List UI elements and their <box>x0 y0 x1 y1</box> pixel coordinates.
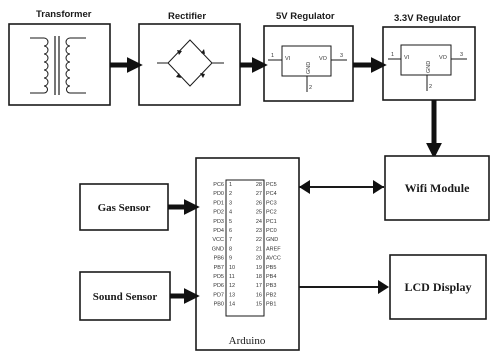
arduino-pin-number: 28 <box>256 182 262 188</box>
arduino-pin-name: PB5 <box>266 265 276 271</box>
reg5v-pin1: 1 <box>271 53 274 59</box>
arduino-pin-name: VCC <box>212 237 224 243</box>
arduino-pin-number: 11 <box>229 274 235 280</box>
arduino-pin-name: PB7 <box>214 265 224 271</box>
arduino-wifi-arrow-left <box>299 180 310 194</box>
transformer-label: Transformer <box>36 9 92 20</box>
arduino-pin-number: 13 <box>229 292 235 298</box>
arduino-pin-number: 1 <box>229 182 232 188</box>
reg33v-vo-pin: VO <box>439 55 448 61</box>
reg33v-vi-pin: VI <box>404 55 410 61</box>
arduino-pin-name: PB1 <box>266 302 276 308</box>
reg5v-pin2: 2 <box>309 85 312 91</box>
regulator-5v-block: VI VO GND 1 3 2 <box>263 25 354 102</box>
atmega-chip-outline <box>225 179 265 317</box>
arduino-pin-name: PB0 <box>214 302 224 308</box>
arduino-pin-number: 19 <box>256 265 262 271</box>
sound-sensor-block: Sound Sensor <box>79 271 171 321</box>
arduino-pin-name: PD7 <box>213 292 224 298</box>
arduino-pin-number: 21 <box>256 246 262 252</box>
arduino-pin-name: PD1 <box>213 200 224 206</box>
reg33v-pin2: 2 <box>429 84 432 90</box>
reg5v-pin3: 3 <box>340 53 343 59</box>
arduino-pin-number: 5 <box>229 219 232 225</box>
arduino-pin-name: PB4 <box>266 274 276 280</box>
arduino-pin-number: 26 <box>256 200 262 206</box>
arduino-pin-number: 9 <box>229 256 232 262</box>
sound-sensor-label: Sound Sensor <box>93 291 158 303</box>
gas-sensor-label: Gas Sensor <box>98 202 151 214</box>
gas-sensor-block: Gas Sensor <box>79 183 169 231</box>
arduino-pin-name: PD0 <box>213 191 224 197</box>
reg5v-vi-pin: VI <box>285 56 291 62</box>
arduino-pin-number: 2 <box>229 191 232 197</box>
arduino-wifi-arrow-right <box>373 180 384 194</box>
arduino-pin-name: PD5 <box>213 274 224 280</box>
arduino-pin-name: AVCC <box>266 256 281 262</box>
arduino-pin-number: 8 <box>229 246 232 252</box>
reg5v-gnd-pin: GND <box>306 62 312 74</box>
bridge-rectifier-symbol <box>157 39 224 87</box>
arduino-pin-name: GND <box>266 237 278 243</box>
regulator-3v3-label: 3.3V Regulator <box>394 13 461 24</box>
transformer-block <box>8 23 111 106</box>
arduino-lcd-arrow <box>378 280 389 294</box>
lcd-display-block: LCD Display <box>389 254 487 320</box>
arduino-pin-number: 7 <box>229 237 232 243</box>
reg5v-vo-pin: VO <box>319 56 328 62</box>
arduino-pin-name: PB2 <box>266 292 276 298</box>
arduino-pin-number: 23 <box>256 228 262 234</box>
arduino-pin-number: 14 <box>229 302 235 308</box>
arduino-pin-number: 20 <box>256 256 262 262</box>
arduino-pin-number: 24 <box>256 219 262 225</box>
transformer-symbol <box>30 36 86 95</box>
arduino-pin-name: PD3 <box>213 219 224 225</box>
arduino-pin-name: PD4 <box>213 228 224 234</box>
reg33v-pin3: 3 <box>460 52 463 58</box>
arduino-pin-name: PB3 <box>266 283 276 289</box>
wifi-module-label: Wifi Module <box>405 181 470 195</box>
arduino-pin-number: 18 <box>256 274 262 280</box>
regulator-3v3-block: VI VO GND 1 3 2 <box>382 26 476 101</box>
arduino-pin-name: PC2 <box>266 210 277 216</box>
arduino-pin-number: 4 <box>229 210 232 216</box>
arduino-pin-number: 10 <box>229 265 235 271</box>
arduino-pin-number: 3 <box>229 200 232 206</box>
arduino-pin-name: PC4 <box>266 191 277 197</box>
arduino-pin-number: 12 <box>229 283 235 289</box>
arduino-pin-name: PC1 <box>266 219 277 225</box>
rectifier-block <box>138 23 241 106</box>
rectifier-label: Rectifier <box>168 11 206 22</box>
arduino-pin-name: AREF <box>266 246 281 252</box>
arduino-pin-number: 17 <box>256 283 262 289</box>
reg33v-pin1: 1 <box>391 52 394 58</box>
lcd-display-label: LCD Display <box>404 280 471 294</box>
arduino-pin-name: PC6 <box>213 182 224 188</box>
wifi-module-block: Wifi Module <box>384 155 490 221</box>
arduino-pin-number: 6 <box>229 228 232 234</box>
arduino-pin-number: 22 <box>256 237 262 243</box>
arduino-pin-number: 15 <box>256 302 262 308</box>
regulator-5v-label: 5V Regulator <box>276 11 335 22</box>
arduino-pin-number: 25 <box>256 210 262 216</box>
reg33v-gnd-pin: GND <box>426 61 432 73</box>
arduino-right-pins: 28 PC5 27 PC4 26 PC3 25 PC2 24 PC1 23 PC0 22 GND 21 ARE… <box>256 182 281 308</box>
arduino-pin-name: PC3 <box>266 200 277 206</box>
arduino-label: Arduino <box>229 335 266 347</box>
arduino-pin-name: GND <box>212 246 224 252</box>
arduino-pin-name: PD2 <box>213 210 224 216</box>
arduino-pin-number: 16 <box>256 292 262 298</box>
arduino-pin-name: PC5 <box>266 182 277 188</box>
arduino-pin-number: 27 <box>256 191 262 197</box>
arduino-pin-name: PB6 <box>214 256 224 262</box>
arduino-pin-name: PD6 <box>213 283 224 289</box>
arduino-pin-name: PC0 <box>266 228 277 234</box>
